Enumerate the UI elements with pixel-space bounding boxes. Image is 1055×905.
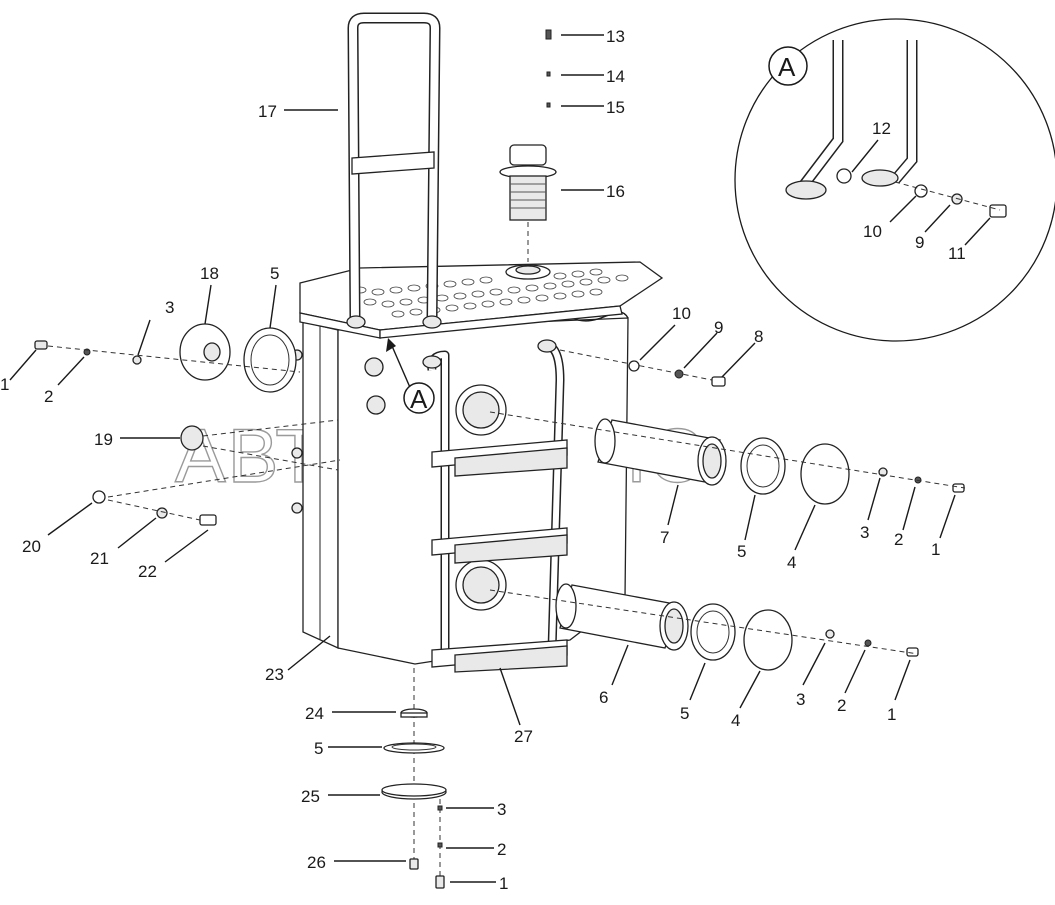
- callout-1-bottom: 1: [499, 874, 508, 893]
- left-side-cover: [34, 323, 297, 393]
- callout-labels: 1 2 3 18 5 17 13 14 15 16 19 20 21 22 23…: [0, 27, 966, 893]
- detail-callout-10: 10: [863, 222, 882, 241]
- callout-5-left: 5: [270, 264, 279, 283]
- callout-16: 16: [606, 182, 625, 201]
- upper-filter-element: [594, 418, 727, 486]
- callout-14: 14: [606, 67, 625, 86]
- callout-2-mid: 2: [894, 530, 903, 549]
- flange-upper: [455, 384, 507, 436]
- breather-filter: [499, 144, 557, 221]
- callout-20: 20: [22, 537, 41, 556]
- callout-23: 23: [265, 665, 284, 684]
- callout-13: 13: [606, 27, 625, 46]
- top-cover-plate: [299, 261, 664, 339]
- sight-glass-and-fittings: [92, 425, 217, 526]
- callout-6: 6: [599, 688, 608, 707]
- detail-callout-12: 12: [872, 119, 891, 138]
- callout-22: 22: [138, 562, 157, 581]
- callout-15: 15: [606, 98, 625, 117]
- detail-callout-9: 9: [915, 233, 924, 252]
- callout-26: 26: [307, 853, 326, 872]
- callout-18: 18: [200, 264, 219, 283]
- callout-17: 17: [258, 102, 277, 121]
- view-marker-label: A: [410, 384, 428, 414]
- bottom-drain-parts: [381, 708, 447, 889]
- callout-3-low: 3: [796, 690, 805, 709]
- callout-1-left: 1: [0, 375, 9, 394]
- callout-24: 24: [305, 704, 324, 723]
- callout-3-mid: 3: [860, 523, 869, 542]
- callout-27: 27: [514, 727, 533, 746]
- lower-filter-element: [555, 583, 689, 651]
- callout-5-bottom: 5: [314, 739, 323, 758]
- callout-21: 21: [90, 549, 109, 568]
- callout-4-low: 4: [731, 711, 740, 730]
- detail-view-a: A: [734, 18, 1055, 342]
- callout-5-low: 5: [680, 704, 689, 723]
- callout-8: 8: [754, 327, 763, 346]
- callout-3-left: 3: [165, 298, 174, 317]
- callout-3-bottom: 3: [497, 800, 506, 819]
- view-marker-a: A: [386, 338, 435, 414]
- callout-2-bottom: 2: [497, 840, 506, 859]
- callout-19: 19: [94, 430, 113, 449]
- callout-9: 9: [714, 318, 723, 337]
- small-fasteners-top: [545, 29, 552, 108]
- callout-5-mid: 5: [737, 542, 746, 561]
- callout-4-mid: 4: [787, 553, 796, 572]
- detail-view-letter: A: [778, 52, 796, 82]
- ladder: [422, 339, 568, 673]
- callout-10: 10: [672, 304, 691, 323]
- detail-callout-11: 11: [948, 244, 966, 263]
- handrail: [346, 12, 442, 329]
- lower-gasket-and-cover: [690, 603, 919, 671]
- flange-lower: [455, 559, 507, 611]
- callout-25: 25: [301, 787, 320, 806]
- leader-lines: [9, 34, 991, 883]
- callout-2-left: 2: [44, 387, 53, 406]
- callout-1-mid: 1: [931, 540, 940, 559]
- callout-2-low: 2: [837, 696, 846, 715]
- upper-gasket-and-cover: [740, 437, 965, 505]
- callout-1-low: 1: [887, 705, 896, 724]
- callout-7: 7: [660, 528, 669, 547]
